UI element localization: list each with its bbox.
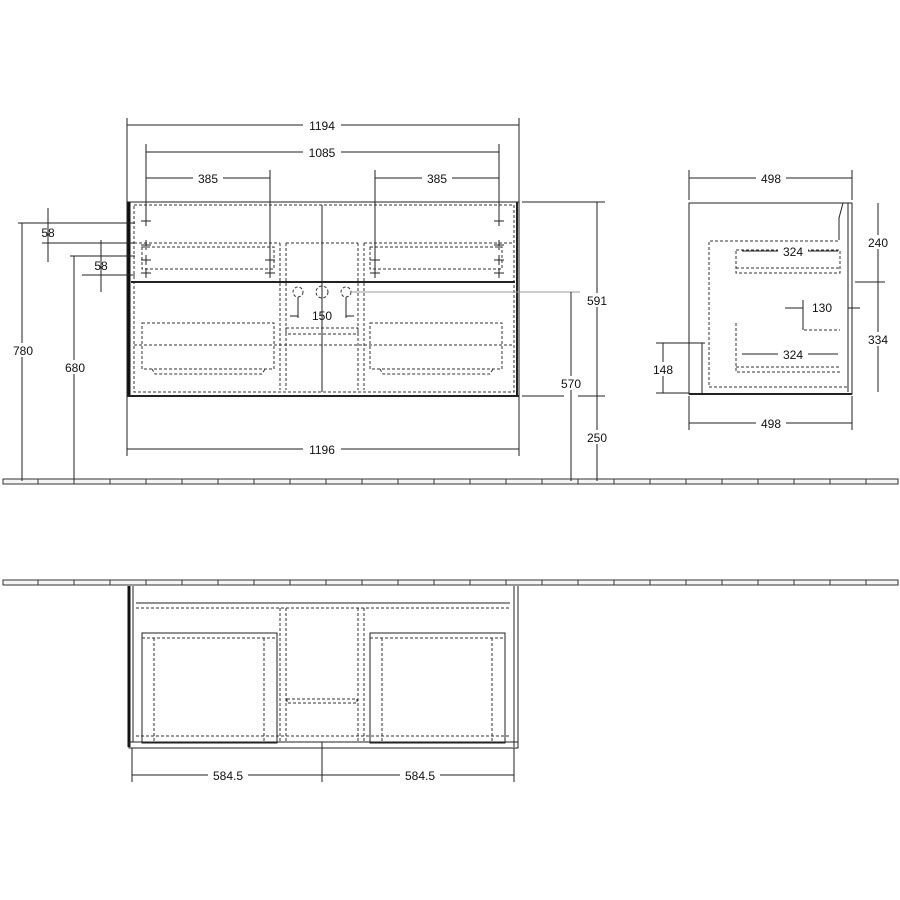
siphon-connections: [292, 285, 352, 318]
dim-depth-top: 498: [761, 172, 781, 186]
dim-lower-drawer-depth: 324: [783, 348, 803, 362]
dim-plan-left-half: 584.5: [213, 769, 243, 783]
plan-dimensions: 584.5 584.5: [131, 742, 515, 783]
dim-plinth-height: 148: [653, 363, 673, 377]
dim-upper-drawer-height: 240: [868, 236, 888, 250]
floor-line-upper: [2, 478, 899, 485]
dim-floor-clearance: 250: [587, 431, 607, 445]
dim-depth-bottom: 498: [761, 417, 781, 431]
dim-upper-drawer-depth: 324: [783, 245, 803, 259]
dim-overall-width-top: 1194: [309, 119, 335, 133]
front-dimensions: 1194 1085 385 385 58 58 780 680: [8, 118, 611, 481]
front-elevation-view: [126, 201, 580, 397]
side-dimensions: 498 240 324 130 334 324 148 498: [650, 170, 892, 431]
dim-lower-drawer-height: 334: [868, 333, 888, 347]
dim-plan-right-half: 584.5: [405, 769, 435, 783]
dim-right-drawer-width: 385: [427, 172, 447, 186]
dim-top-offset-2: 58: [94, 259, 108, 273]
dim-siphon-spacing: 150: [312, 309, 332, 323]
dim-overall-width-bottom: 1196: [309, 443, 335, 457]
dim-total-height: 780: [13, 344, 33, 358]
dim-top-offset-1: 58: [41, 226, 55, 240]
wall-line-plan: [2, 579, 899, 586]
dim-570: 570: [561, 377, 581, 391]
dim-basin-height: 680: [65, 361, 85, 375]
dim-unit-height: 591: [587, 294, 607, 308]
side-elevation-view: [688, 202, 853, 395]
dim-siphon-cutout: 130: [812, 301, 832, 315]
dim-inner-width: 1085: [309, 146, 336, 160]
dim-left-drawer-width: 385: [198, 172, 218, 186]
plan-view: [127, 586, 519, 749]
